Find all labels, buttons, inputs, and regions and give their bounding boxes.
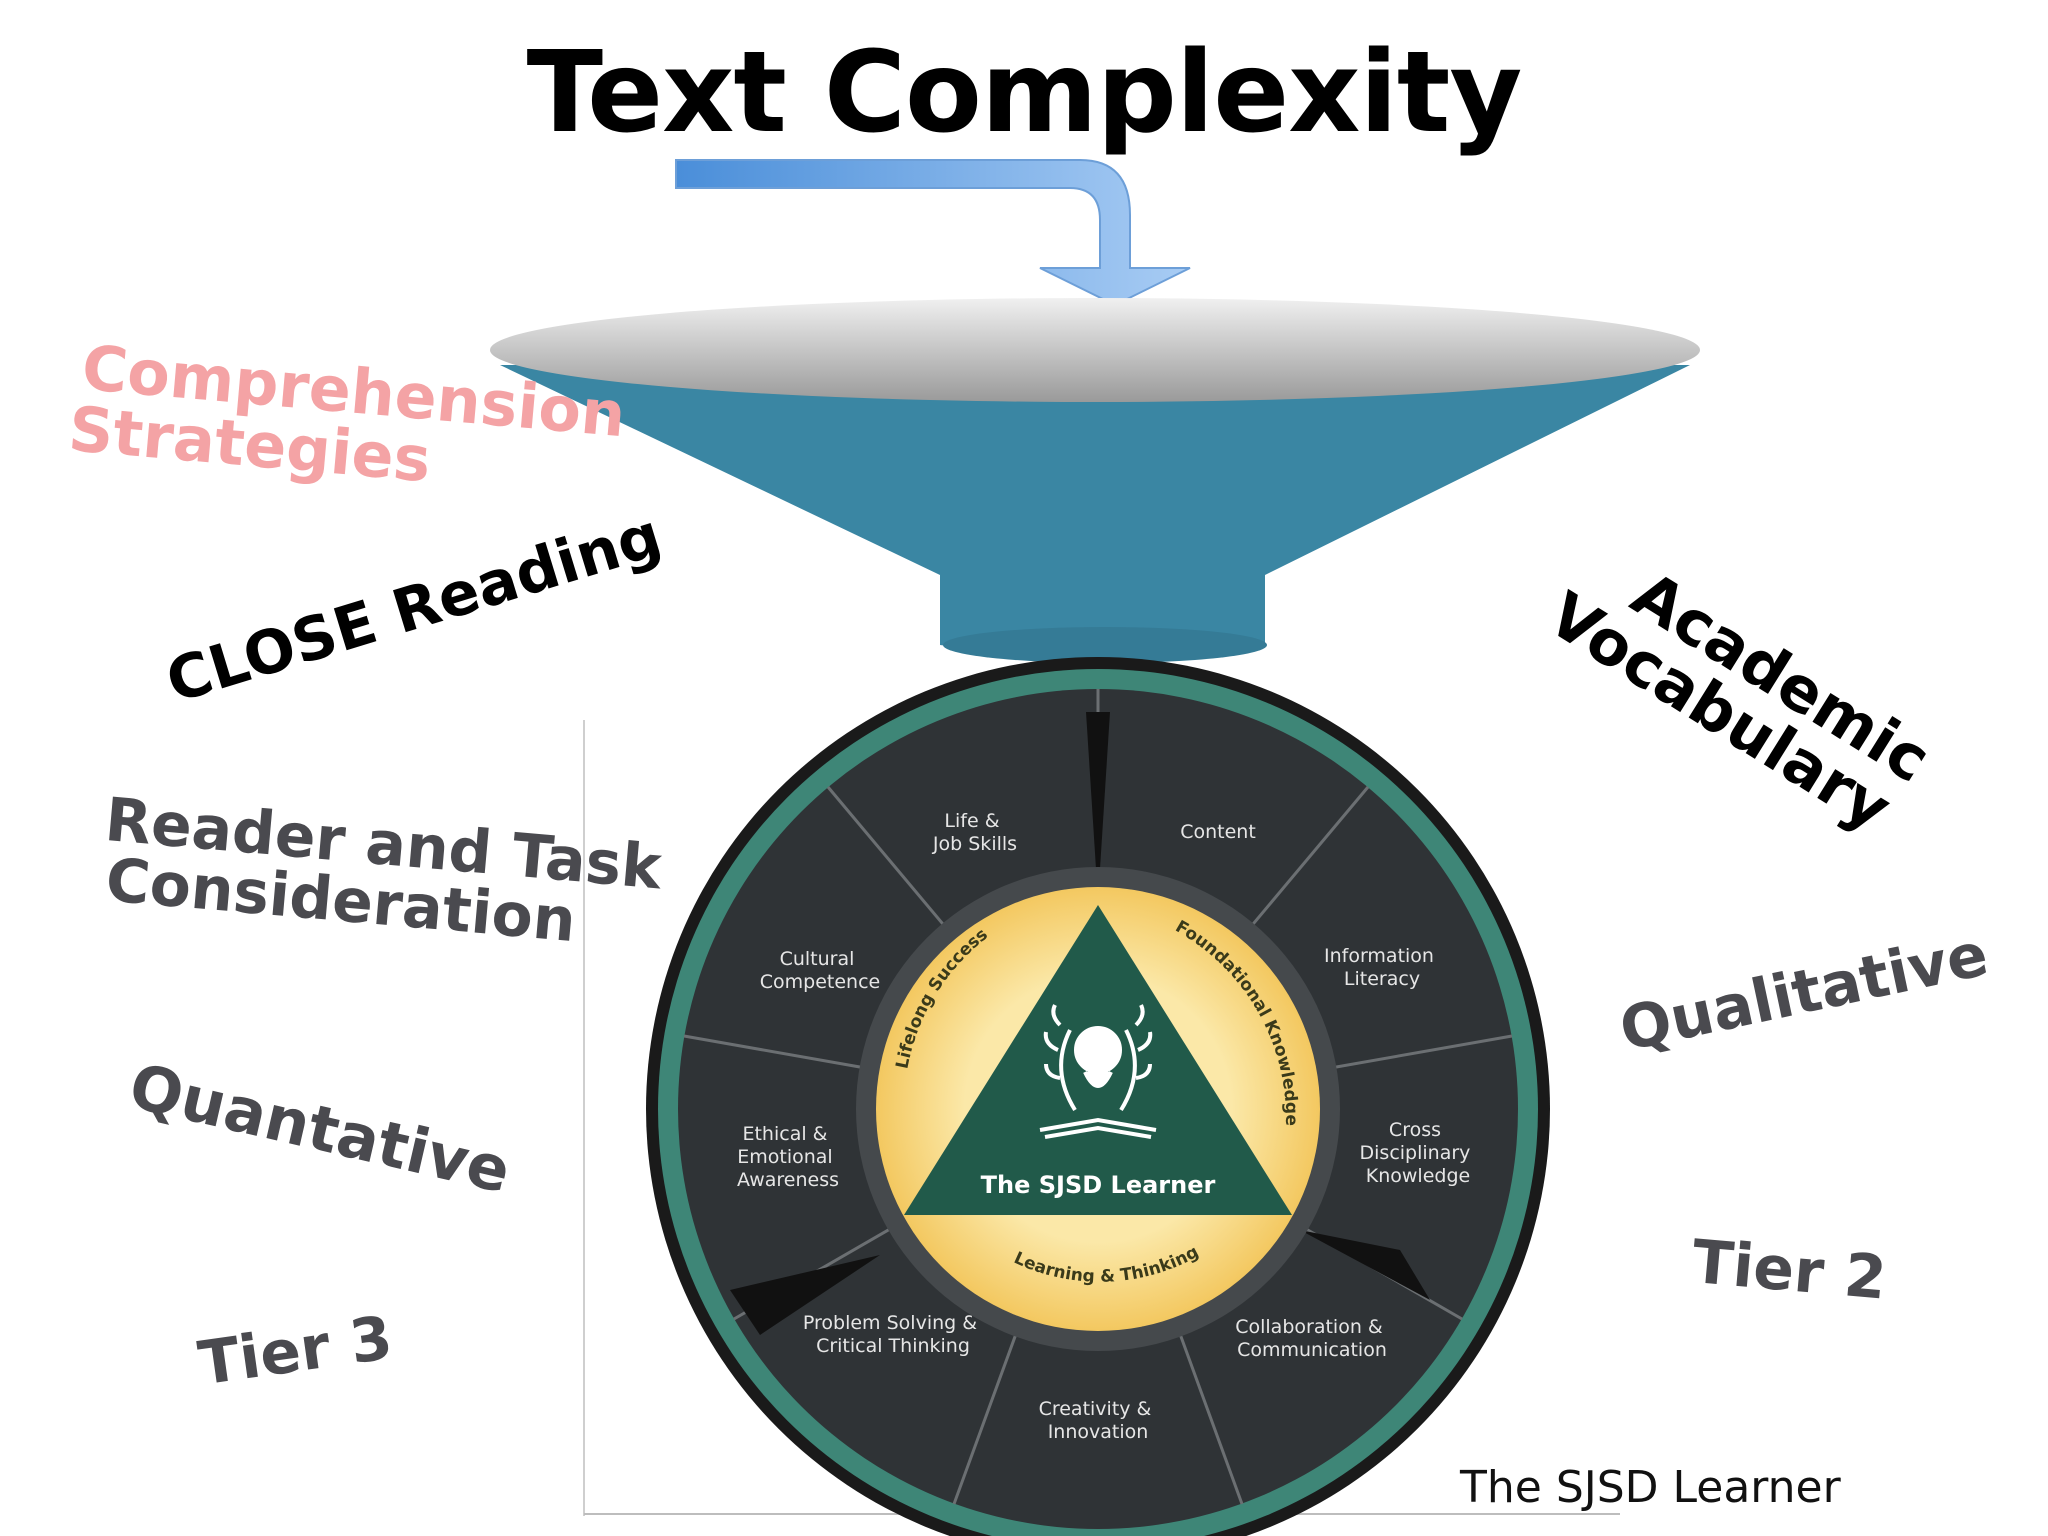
segment-label-problem-solving: Problem Solving & Critical Thinking bbox=[803, 1312, 983, 1357]
segment-label-content: Content bbox=[1180, 821, 1256, 843]
segment-label-creativity: Creativity & Innovation bbox=[1039, 1398, 1158, 1443]
segment-label-cultural-competence: Cultural Competence bbox=[760, 948, 880, 993]
arrow-icon bbox=[675, 159, 1191, 307]
segment-label-cross-disciplinary: Cross Disciplinary Knowledge bbox=[1360, 1119, 1477, 1187]
laurel-emblem-icon bbox=[1039, 1004, 1157, 1139]
segment-label-collaboration: Collaboration & Communication bbox=[1235, 1316, 1389, 1361]
segment-label-life-job-skills: Life & Job Skills bbox=[932, 810, 1017, 855]
term-tier2: Tier 2 bbox=[1689, 1227, 1890, 1314]
wheel-center-title: The SJSD Learner bbox=[981, 1171, 1216, 1199]
learner-wheel: The SJSD Learner Lifelong Success Founda… bbox=[646, 657, 1550, 1536]
image-caption: The SJSD Learner bbox=[1460, 1462, 1841, 1513]
funnel-shape bbox=[490, 298, 1700, 663]
segment-label-information-literacy: Information Literacy bbox=[1324, 945, 1440, 990]
segment-label-ethical-emotional: Ethical & Emotional Awareness bbox=[737, 1123, 839, 1191]
page-title: Text Complexity bbox=[526, 28, 1523, 158]
